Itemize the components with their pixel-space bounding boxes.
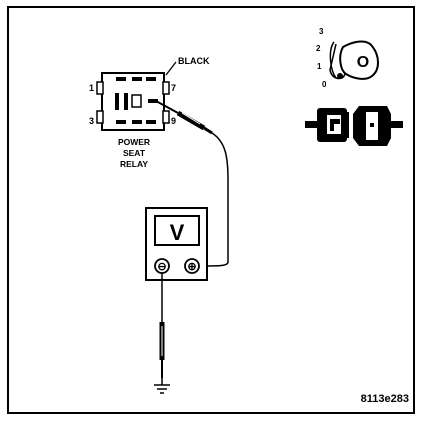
relay-caption-line-3: RELAY — [120, 159, 148, 169]
disconnected-connector-icon — [305, 106, 403, 146]
ignition-position-0: 0 — [322, 80, 327, 89]
relay-caption-line-2: SEAT — [123, 148, 146, 158]
figure-border — [7, 6, 415, 414]
ignition-position-2: 2 — [316, 44, 321, 53]
pin-9-label: 9 — [171, 116, 176, 126]
pin-1-label: 1 — [89, 83, 94, 93]
figure-id-label: 8113e283 — [361, 393, 409, 405]
pin-3-label: 3 — [89, 116, 94, 126]
black-leader-line — [165, 61, 177, 76]
ignition-position-3: 3 — [319, 27, 324, 36]
ground-icon — [154, 378, 170, 394]
positive-terminal-icon — [184, 258, 200, 274]
key-symbol: O — [357, 54, 369, 71]
negative-symbol-label: ⊖ — [157, 261, 166, 273]
positive-symbol-label: ⊕ — [187, 261, 196, 273]
voltmeter-unit-label: V — [170, 220, 185, 245]
relay-connector — [96, 72, 170, 131]
ignition-key-icon — [329, 40, 379, 80]
pin-7-label: 7 — [171, 83, 176, 93]
positive-lead-wire — [199, 132, 229, 267]
relay-color-label: BLACK — [178, 56, 210, 66]
positive-probe — [155, 100, 213, 135]
ignition-position-1: 1 — [317, 62, 322, 71]
relay-caption-line-1: POWER — [118, 137, 150, 147]
voltmeter — [145, 207, 208, 281]
